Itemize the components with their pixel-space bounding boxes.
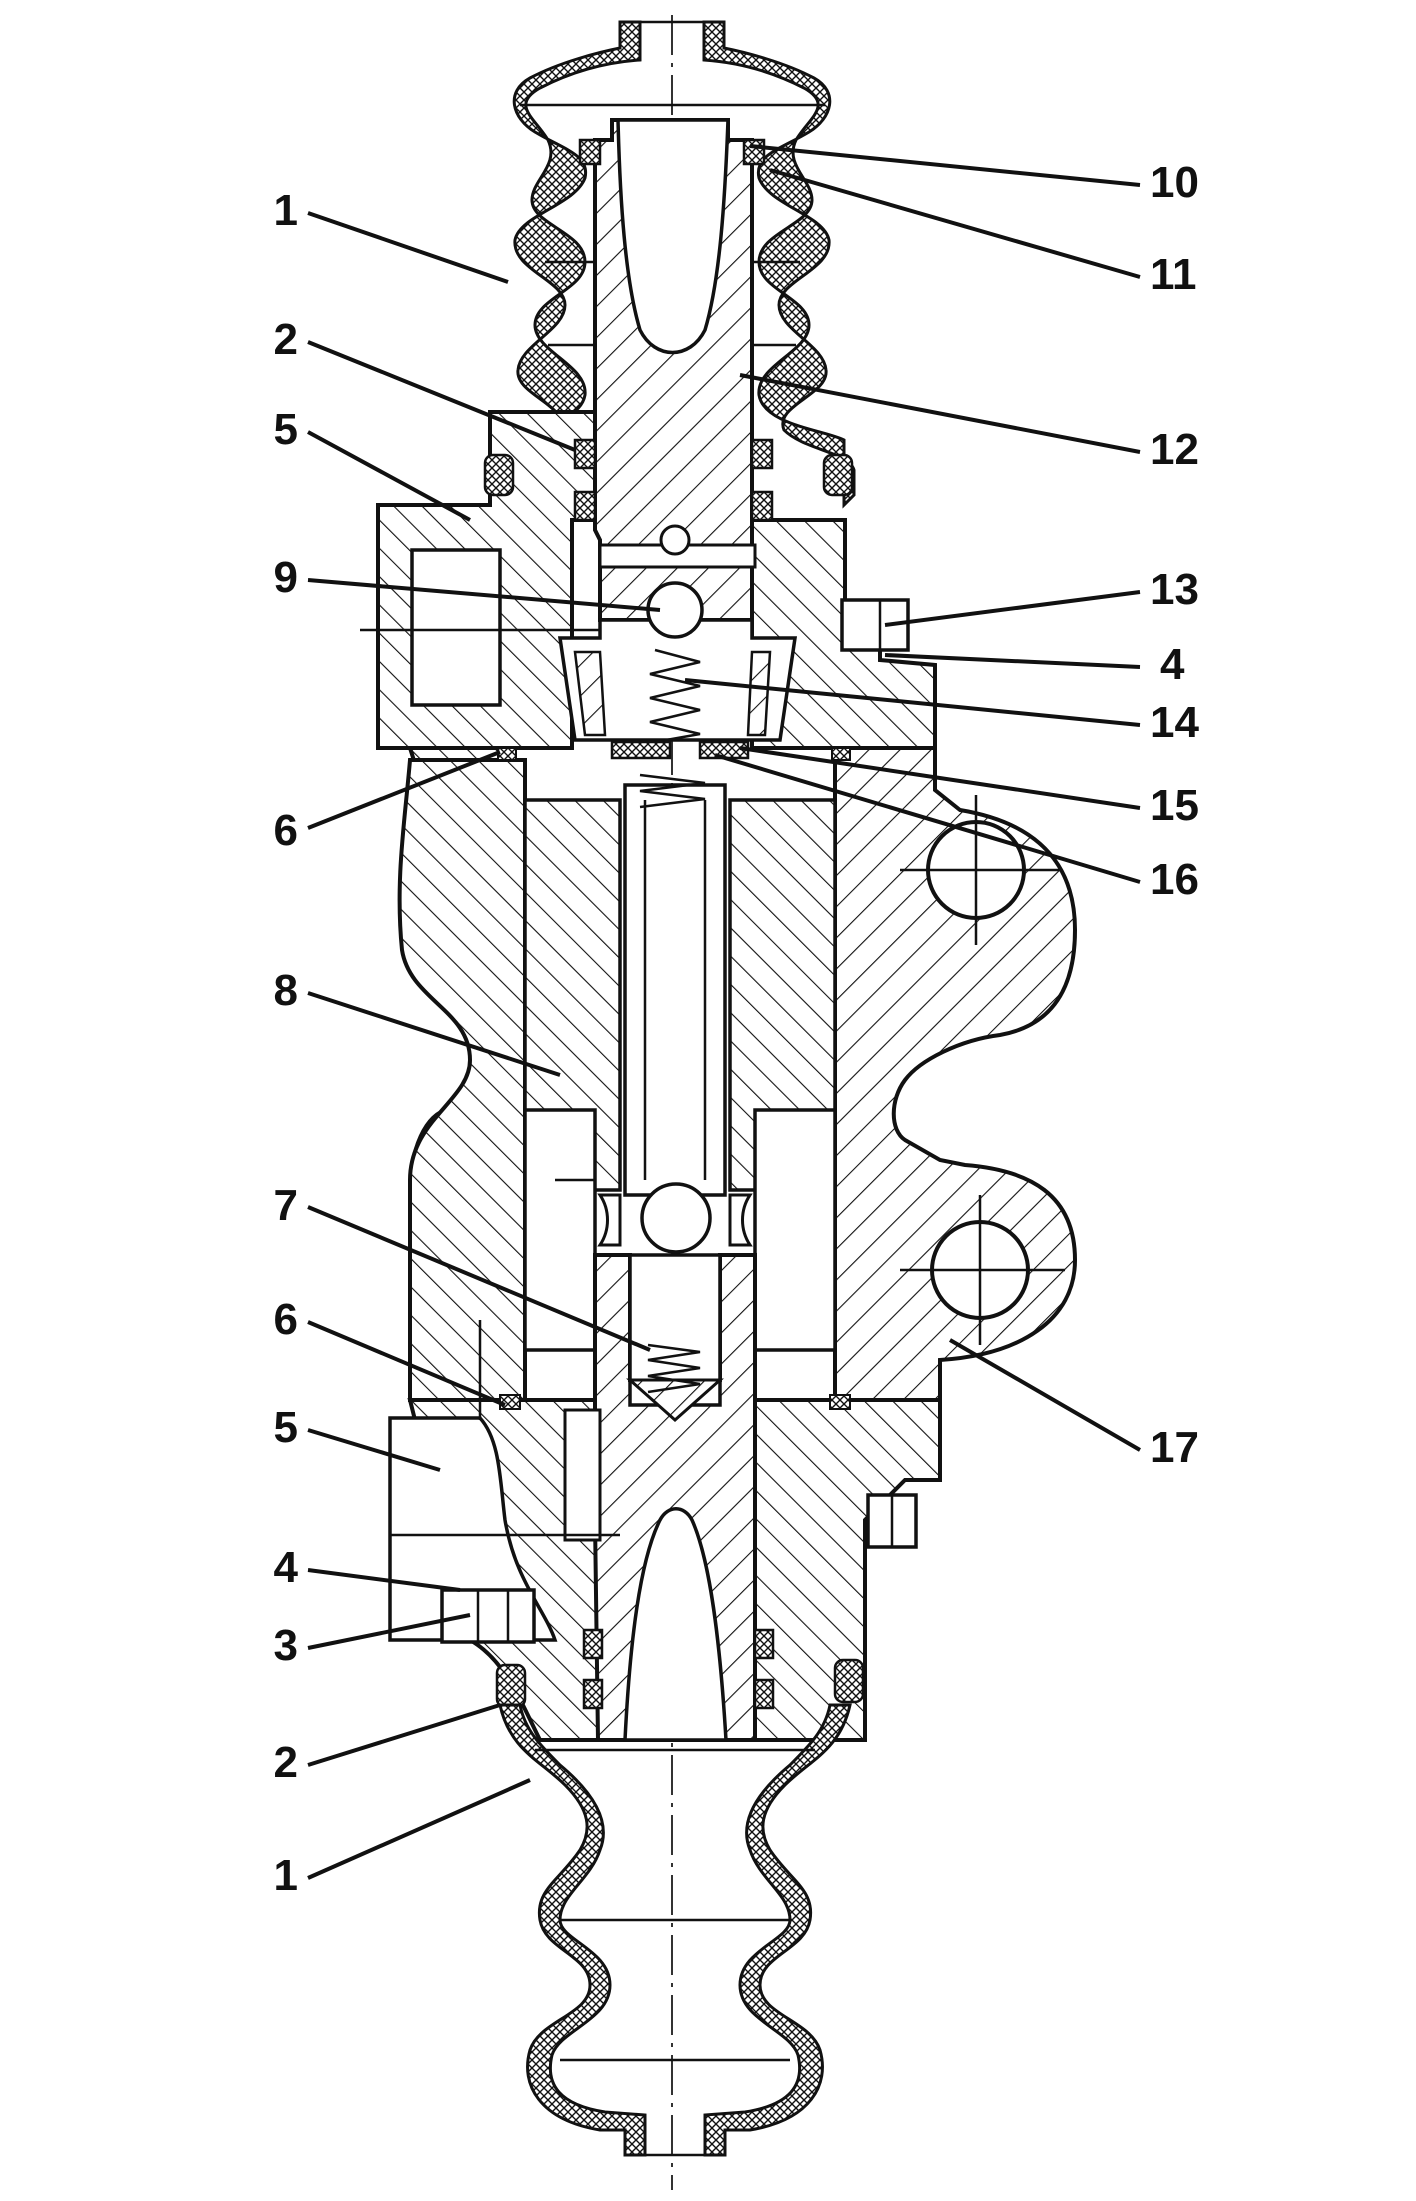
upper-housing — [360, 410, 937, 750]
callout-label: 14 — [1150, 698, 1199, 747]
callout-label: 6 — [274, 1295, 298, 1344]
leader-lines — [307, 144, 1142, 1880]
upper-plunger — [578, 118, 766, 622]
lower-housing — [388, 1320, 942, 1742]
callout-label: 4 — [1160, 640, 1185, 689]
callout-label: 2 — [274, 1738, 298, 1787]
callout-label: 1 — [274, 1851, 298, 1900]
callout-label: 11 — [1150, 250, 1197, 299]
callout-label: 1 — [274, 186, 298, 235]
callout-label: 5 — [274, 1403, 298, 1452]
lower-plunger — [593, 1253, 757, 1742]
callout-label: 7 — [274, 1181, 298, 1230]
main-body — [397, 746, 1078, 1422]
callout-label: 15 — [1150, 781, 1199, 830]
callout-label: 13 — [1150, 565, 1199, 614]
callout-label: 8 — [274, 966, 298, 1015]
callout-label: 5 — [274, 405, 298, 454]
callout-label: 12 — [1150, 425, 1199, 474]
callout-label: 3 — [274, 1621, 298, 1670]
callout-label: 17 — [1150, 1423, 1199, 1472]
valve-core — [557, 524, 798, 760]
callout-label: 10 — [1150, 158, 1199, 207]
callout-label: 6 — [274, 806, 298, 855]
callout-label: 2 — [274, 315, 298, 364]
callout-labels: 1 2 5 9 6 8 7 6 5 4 3 2 1 10 11 12 13 4 … — [274, 158, 1200, 1900]
lower-boot — [498, 1703, 852, 2157]
callout-label: 4 — [274, 1543, 299, 1592]
callout-label: 9 — [274, 553, 298, 602]
callout-label: 16 — [1150, 855, 1199, 904]
